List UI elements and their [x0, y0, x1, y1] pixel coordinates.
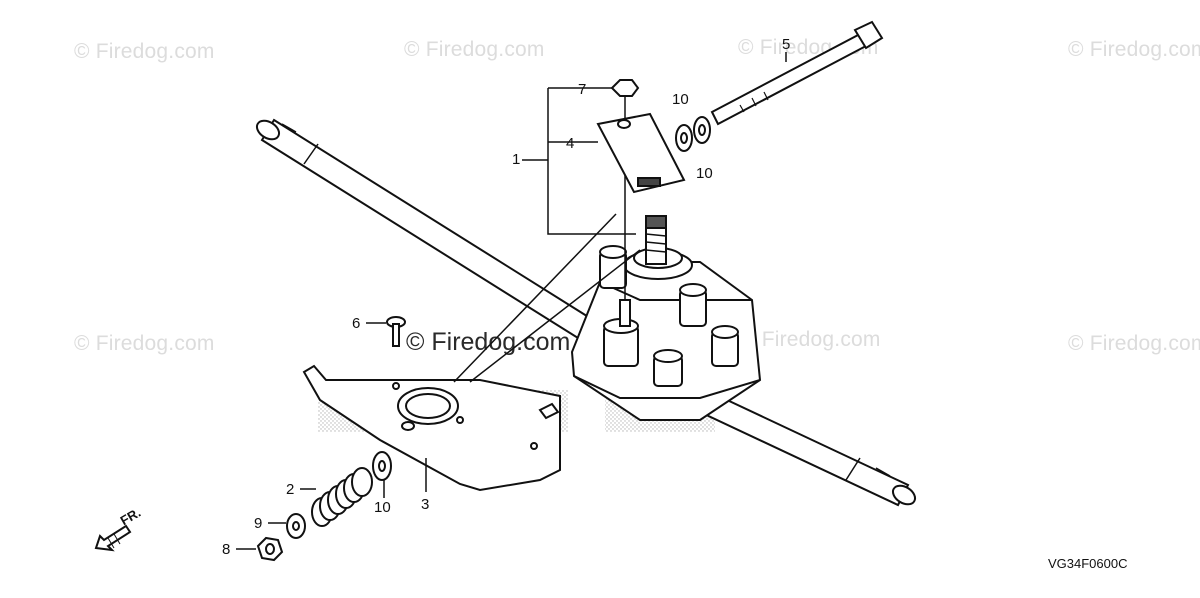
washer-lower — [372, 451, 392, 481]
washer-upper-1 — [675, 124, 693, 152]
bracket — [596, 112, 686, 194]
transmission-housing — [570, 245, 762, 421]
watermark-top-center: © Firedog.com — [404, 38, 545, 61]
washer-9 — [286, 513, 306, 539]
input-shaft — [645, 215, 667, 265]
callout-5: 5 — [782, 36, 791, 53]
callout-9: 9 — [254, 515, 263, 532]
callout-7: 7 — [578, 81, 587, 98]
callout-8: 8 — [222, 541, 231, 558]
diagram-code: VG34F0600C — [1048, 556, 1128, 571]
axle-shaft — [255, 118, 917, 507]
callout-4: 4 — [566, 135, 575, 152]
callout-10-upper-right: 10 — [696, 165, 713, 182]
callout-10-lower: 10 — [374, 499, 391, 516]
callout-10-upper-left: 10 — [672, 91, 689, 108]
nut-top — [610, 79, 640, 97]
watermark-top-far-right: © Firedog.com — [1068, 38, 1200, 61]
mounting-plate — [302, 364, 561, 492]
watermark-center: © Firedog.com — [406, 328, 571, 356]
nut-lower — [256, 536, 284, 562]
washer-upper-2 — [693, 116, 711, 144]
callout-6: 6 — [352, 315, 361, 332]
front-arrow — [94, 524, 132, 552]
watermark-mid-right: © Firedog.com — [740, 328, 881, 351]
screw — [386, 316, 406, 347]
callout-1: 1 — [512, 151, 521, 168]
callout-3: 3 — [421, 496, 430, 513]
watermark-mid-left: © Firedog.com — [74, 332, 215, 355]
watermark-mid-far-right: © Firedog.com — [1068, 332, 1200, 355]
spring — [311, 467, 373, 527]
leader-lines — [236, 52, 787, 550]
callout-2: 2 — [286, 481, 295, 498]
long-bolt — [710, 20, 884, 126]
watermark-top-left: © Firedog.com — [74, 40, 215, 63]
